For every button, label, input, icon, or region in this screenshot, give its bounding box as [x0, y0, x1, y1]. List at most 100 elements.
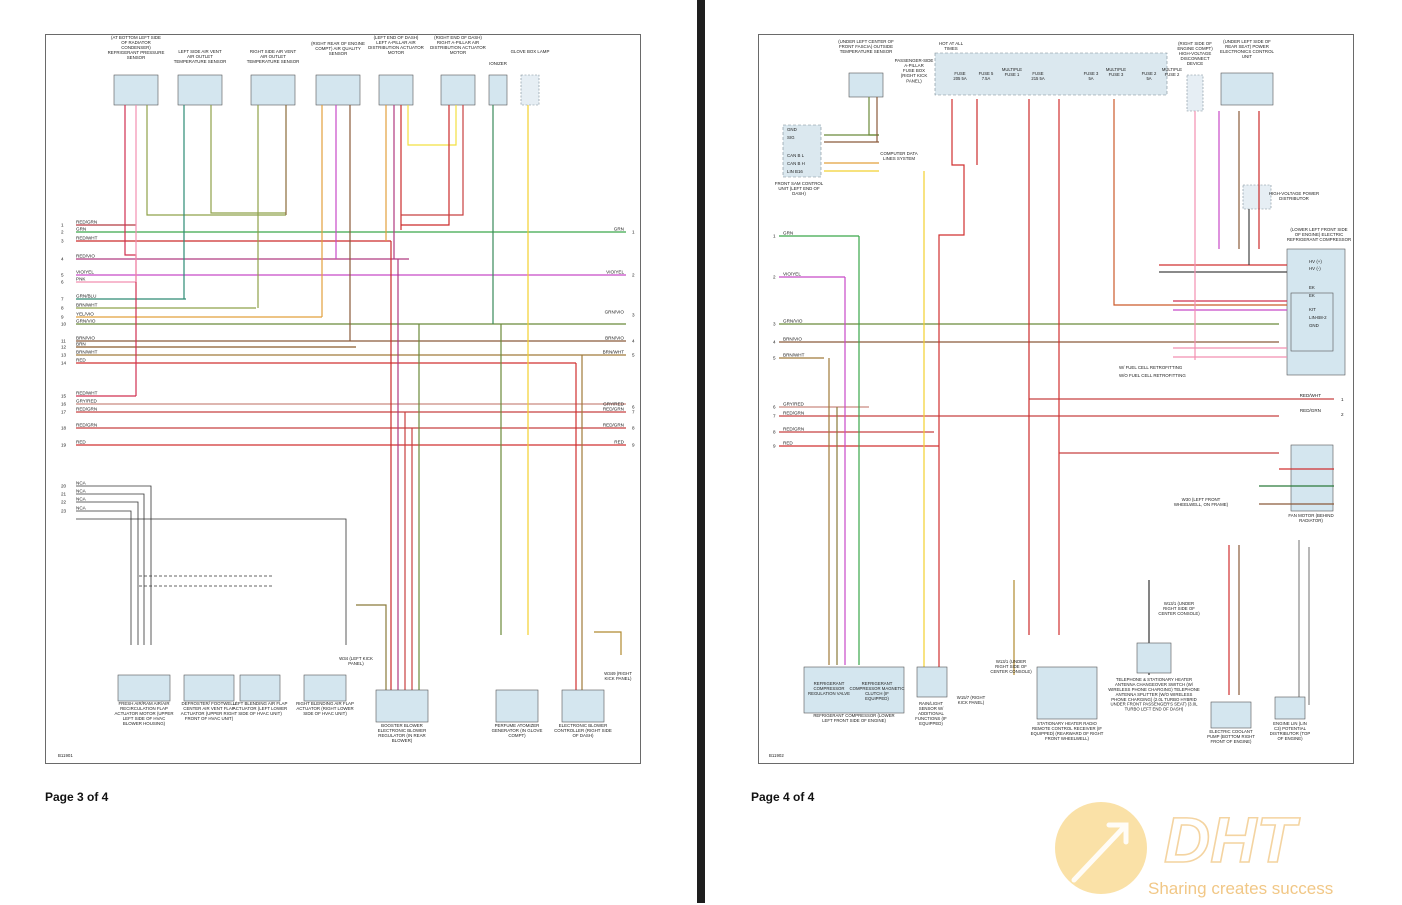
right-ecomp-pin: EK [1309, 293, 1315, 298]
left-row-number: 14 [61, 361, 67, 366]
left-row-number: 20 [61, 484, 67, 489]
left-row-wire-label: GRN/BLU [76, 294, 96, 299]
left-right-row-number: 8 [632, 426, 635, 431]
left-row-number: 1 [61, 223, 64, 228]
right-can-label: LIN B16 [787, 169, 803, 174]
left-bottom-component-label: DEFROSTER/ FOOTWELL/CENTER AIR VENT FLAP… [181, 701, 238, 721]
right-right-row-label: RED/WHT [1300, 393, 1322, 398]
left-row-number: 12 [61, 345, 67, 350]
left-row-wire-label: RED [76, 440, 86, 445]
left-row-number: 11 [61, 339, 66, 344]
right-row-number: 9 [773, 444, 776, 449]
right-row-wire-label: RED [783, 441, 793, 446]
left-right-row-number: 2 [632, 273, 635, 278]
left-right-row-label: BRN/WHT [603, 350, 625, 355]
left-row-wire-label: YEL/VIO [76, 312, 94, 317]
left-row-number: 7 [61, 297, 64, 302]
left-row-wire-label: NCA [76, 506, 87, 511]
right-ecomp-pin: GND [1309, 323, 1319, 328]
watermark: DHT Sharing creates success [1054, 800, 1394, 900]
left-right-row-number: 7 [632, 410, 635, 415]
left-row-number: 16 [61, 402, 67, 407]
left-row-number: 17 [61, 410, 67, 415]
right-row-number: 6 [773, 405, 776, 410]
left-row-wire-label: RED/WHT [76, 391, 98, 396]
left-row-number: 23 [61, 509, 67, 514]
left-row-wire-label: RED [76, 358, 86, 363]
left-row-number: 15 [61, 394, 67, 399]
left-row-number: 6 [61, 280, 64, 285]
left-row-number: 10 [61, 322, 67, 327]
left-right-row-label: VIO/YEL [606, 270, 624, 275]
left-right-row-label: RED/GRN [603, 407, 624, 412]
left-right-row-number: 9 [632, 443, 635, 448]
right-right-row-number: 2 [1341, 412, 1344, 417]
left-right-row-number: 4 [632, 339, 635, 344]
left-row-wire-label: PNK [76, 277, 86, 282]
left-right-row-label: GRN/VIO [605, 310, 625, 315]
right-ecomp-pin: LIN-B8-2 [1309, 315, 1327, 320]
right-can-label: GND [787, 127, 797, 132]
right-row-wire-label: VIO/YEL [783, 272, 801, 277]
right-row-wire-label: BRN/WHT [783, 353, 805, 358]
left-row-wire-label: BRN/WHT [76, 303, 98, 308]
left-row-number: 3 [61, 239, 64, 244]
right-row-number: 8 [773, 430, 776, 435]
watermark-tagline: Sharing creates success [1148, 879, 1333, 898]
right-ecomp-pin: HV (+) [1309, 259, 1322, 264]
right-row-wire-label: GRN/VIO [783, 319, 803, 324]
left-row-wire-label: BRN/WHT [76, 350, 98, 355]
left-row-wire-label: RED/GRN [76, 423, 97, 428]
right-page-code: B11902 [769, 753, 784, 758]
left-right-row-number: 1 [632, 230, 635, 235]
right-row-wire-label: RED/GRN [783, 411, 804, 416]
right-can-label: CAN B H [787, 161, 805, 166]
left-page-code: B11901 [58, 753, 73, 758]
right-ecomp-pin: KIT [1309, 307, 1316, 312]
left-row-number: 9 [61, 315, 64, 320]
left-row-wire-label: VIO/YEL [76, 270, 94, 275]
left-right-row-label: RED [614, 440, 624, 445]
left-right-row-number: 5 [632, 353, 635, 358]
left-row-wire-label: NCA [76, 489, 87, 494]
right-can-label: SIG [787, 135, 795, 140]
left-right-row-label: BRN/VIO [605, 336, 624, 341]
left-right-row-label: RED/GRN [603, 423, 624, 428]
page-3-footer: Page 3 of 4 [45, 790, 109, 804]
left-row-number: 13 [61, 353, 67, 358]
right-note: W/O FUEL CELL RETROFITTING [1119, 373, 1186, 378]
page-4-footer: Page 4 of 4 [751, 790, 815, 804]
left-row-number: 21 [61, 492, 67, 497]
page-divider [697, 0, 705, 903]
